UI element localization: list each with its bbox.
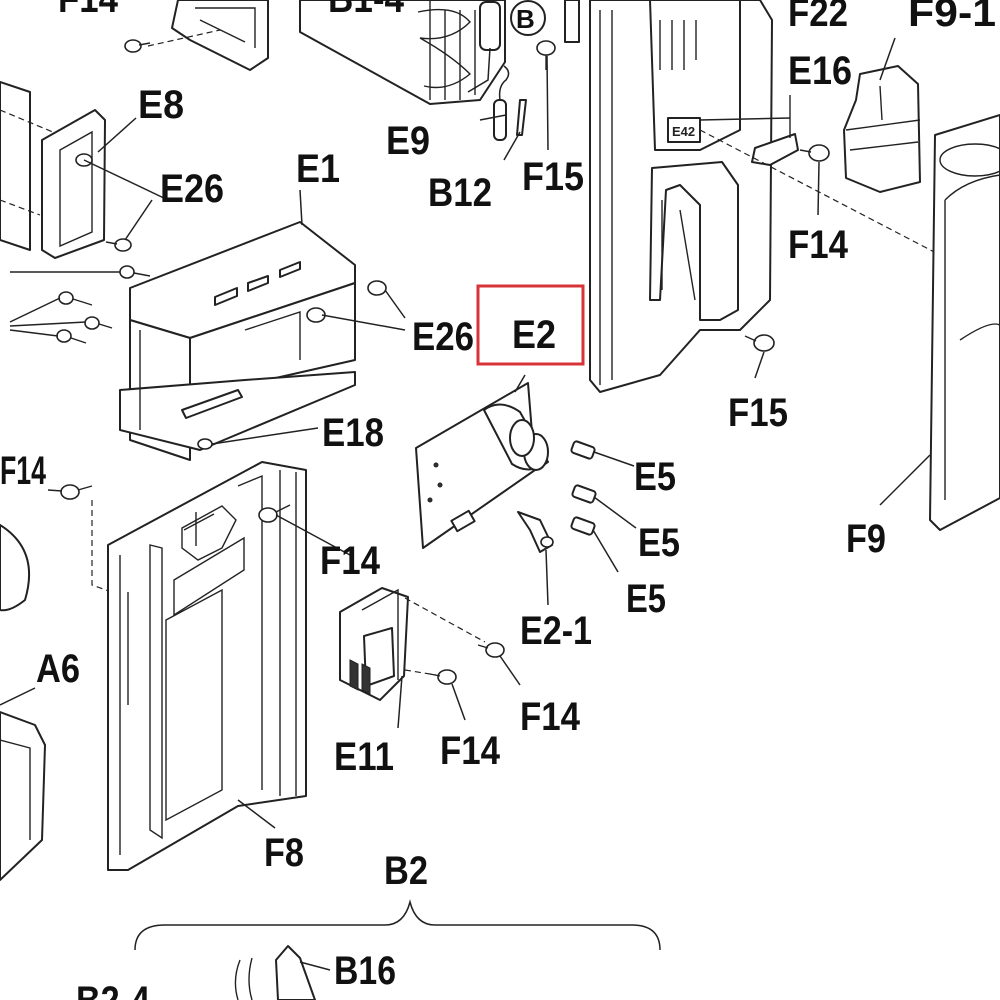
part-b16 — [234, 945, 316, 1000]
label-f14-left: F14 — [0, 449, 46, 493]
label-e8: E8 — [138, 83, 184, 127]
frame-e1 — [119, 221, 356, 461]
screws-f14-transformer — [429, 642, 505, 685]
dash-transformer — [404, 597, 486, 676]
label-e2-1: E2-1 — [520, 609, 592, 653]
screw-f14-left — [60, 484, 93, 500]
label-f14-mid: F14 — [320, 539, 381, 583]
label-f14-low: F14 — [440, 729, 501, 773]
part-e2-1 — [517, 511, 554, 553]
screw-e18 — [197, 438, 213, 450]
top-left-bracket — [147, 0, 269, 71]
label-e16: E16 — [788, 49, 852, 93]
label-a6: A6 — [36, 647, 80, 691]
clip-b12 — [516, 99, 527, 136]
label-f14-right: F14 — [788, 223, 849, 267]
label-e5-a: E5 — [634, 455, 676, 499]
screw-f14-right — [799, 144, 830, 162]
board-e2 — [415, 382, 549, 549]
label-e26-left: E26 — [160, 167, 224, 211]
left-board — [0, 81, 61, 251]
part-f9-1 — [843, 65, 921, 193]
bracket-e8 — [41, 109, 106, 259]
board-code-text: E42 — [672, 124, 695, 139]
label-f15-right: F15 — [728, 391, 788, 435]
label-f14-low-right: F14 — [520, 695, 581, 739]
duct-panel: E42 — [589, 0, 773, 393]
label-e9: E9 — [386, 119, 430, 163]
label-e1: E1 — [296, 147, 340, 191]
b2-brace — [134, 899, 661, 951]
label-e26-mid: E26 — [412, 315, 474, 359]
label-f9: F9 — [846, 517, 886, 561]
label-b12: B12 — [428, 171, 492, 215]
sensor-e9 — [493, 65, 510, 141]
label-b1-4: B1-4 — [328, 0, 405, 21]
label-e2: E2 — [512, 313, 556, 357]
label-f8: F8 — [264, 831, 304, 875]
highlight-box-e2 — [476, 284, 585, 366]
label-b2: B2 — [384, 849, 428, 893]
screw-e26-left — [105, 238, 132, 252]
b-circle-label: B — [516, 4, 535, 34]
transformer-e11 — [339, 587, 409, 701]
bracket-e16 — [751, 95, 799, 166]
label-e18: E18 — [322, 411, 384, 455]
label-f9-1: F9-1 — [908, 0, 996, 35]
leader-lines — [0, 37, 931, 971]
label-f22: F22 — [788, 0, 848, 35]
bin-a6 — [0, 524, 46, 881]
panel-f9 — [929, 114, 1000, 531]
screw-f15-top — [536, 40, 556, 70]
coil-assembly-b1-4 — [299, 0, 506, 105]
label-f14-top: F14 — [58, 0, 119, 21]
label-e5-c: E5 — [626, 577, 666, 621]
label-b2-4: B2-4 — [76, 979, 151, 1000]
screw-f14-top — [124, 39, 151, 53]
panel-f8 — [107, 461, 307, 871]
b-circle-marker: B — [510, 0, 546, 36]
label-e11: E11 — [334, 735, 394, 779]
label-b16: B16 — [334, 949, 396, 993]
loose-screws-left — [56, 265, 151, 344]
screws-e26-mid — [306, 280, 387, 323]
leader-dash-f9 — [699, 129, 941, 256]
label-f15-top: F15 — [522, 155, 584, 199]
label-e5-b: E5 — [638, 521, 680, 565]
thin-rod — [564, 0, 580, 43]
screws-e5 — [570, 440, 597, 536]
screw-f15-right — [744, 334, 775, 352]
